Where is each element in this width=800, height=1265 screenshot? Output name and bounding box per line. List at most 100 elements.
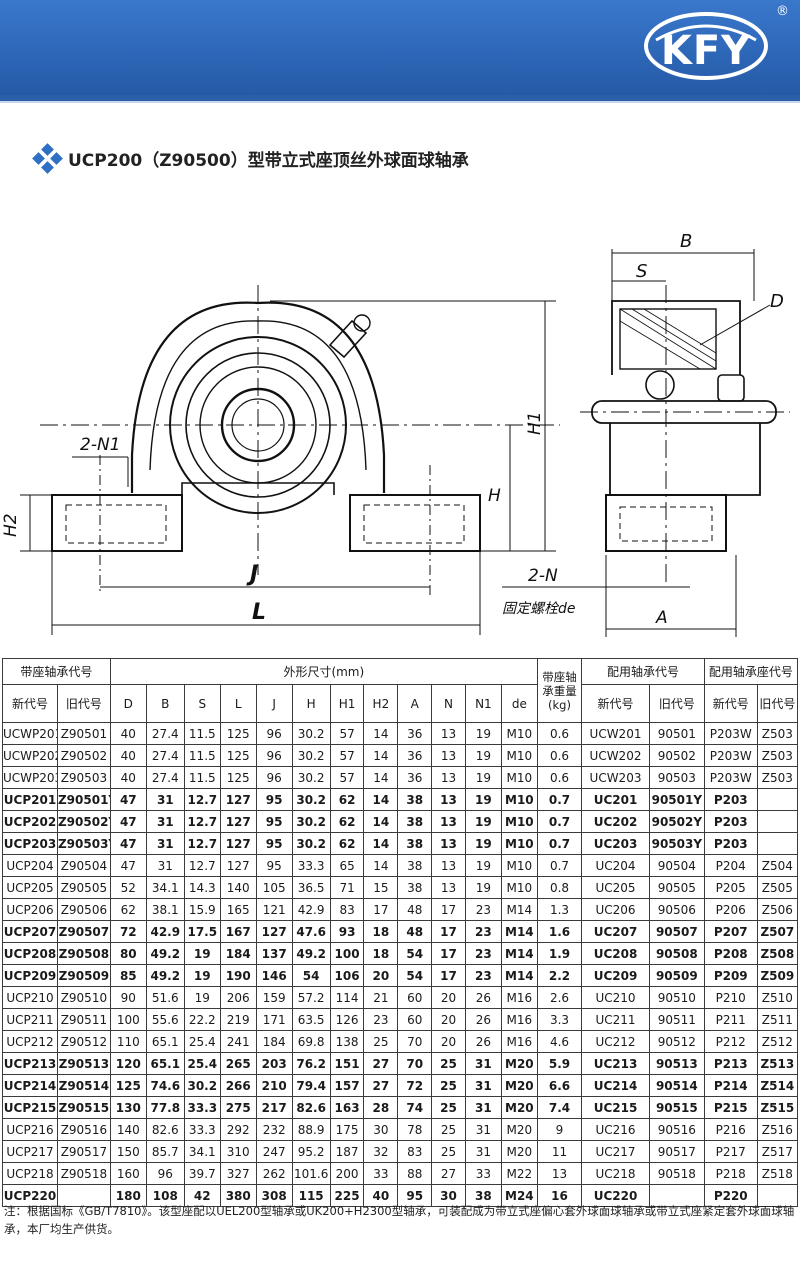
sub-header-cell: B bbox=[145, 684, 185, 723]
table-cell: 31 bbox=[464, 1074, 502, 1097]
table-cell: 90510 bbox=[648, 986, 705, 1009]
table-cell: P209 bbox=[703, 964, 758, 987]
table-cell: 19 bbox=[464, 788, 502, 811]
table-cell: 5.9 bbox=[536, 1052, 583, 1075]
table-cell: 9 bbox=[536, 1118, 583, 1141]
table-cell: 12.7 bbox=[183, 832, 221, 855]
table-cell: 225 bbox=[329, 1184, 365, 1207]
table-cell: 31 bbox=[464, 1140, 502, 1163]
table-cell: 47 bbox=[109, 832, 147, 855]
table-cell: 31 bbox=[464, 1096, 502, 1119]
table-cell: 78 bbox=[397, 1118, 433, 1141]
table-cell: 19 bbox=[183, 964, 221, 987]
table-cell: UCP203 bbox=[2, 832, 58, 855]
table-cell: Z90518 bbox=[56, 1162, 111, 1185]
table-cell: M16 bbox=[500, 1008, 538, 1031]
table-cell: 187 bbox=[329, 1140, 365, 1163]
table-cell: 90501Y bbox=[648, 788, 705, 811]
table-cell: 96 bbox=[255, 722, 293, 745]
table-cell: Z503 bbox=[756, 766, 799, 789]
table-cell: 13 bbox=[431, 766, 466, 789]
table-cell: 30.2 bbox=[291, 788, 331, 811]
table-cell: 19 bbox=[464, 744, 502, 767]
table-cell: 90514 bbox=[648, 1074, 705, 1097]
table-cell: 90515 bbox=[648, 1096, 705, 1119]
table-cell: 11 bbox=[536, 1140, 583, 1163]
table-cell: 114 bbox=[329, 986, 365, 1009]
table-cell: 38 bbox=[397, 788, 433, 811]
table-cell: 38 bbox=[397, 810, 433, 833]
table-cell: 21 bbox=[363, 986, 399, 1009]
spec-table: 带座轴承代号 外形尺寸(mm) 带座轴承重量(kg) 配用轴承代号 配用轴承座代… bbox=[2, 658, 799, 1207]
table-cell: 30.2 bbox=[291, 744, 331, 767]
table-cell: 52 bbox=[109, 876, 147, 899]
table-cell: 157 bbox=[329, 1074, 365, 1097]
table-cell: 17.5 bbox=[183, 920, 221, 943]
bearing-drawing: B S D H1 H H2 2-N1 J L 2-N A 固定螺栓de bbox=[1, 231, 790, 637]
table-cell: P213 bbox=[703, 1052, 758, 1075]
table-cell: P216 bbox=[703, 1118, 758, 1141]
table-cell: 22.2 bbox=[183, 1008, 221, 1031]
sub-header-cell: A bbox=[397, 684, 433, 723]
table-cell: 203 bbox=[255, 1052, 293, 1075]
table-cell: UCP207 bbox=[2, 920, 58, 943]
table-cell: Z512 bbox=[756, 1030, 799, 1053]
table-cell: 57.2 bbox=[291, 986, 331, 1009]
table-cell: 13 bbox=[431, 744, 466, 767]
table-cell: 262 bbox=[255, 1162, 293, 1185]
table-cell: 327 bbox=[219, 1162, 257, 1185]
table-cell: Z513 bbox=[756, 1052, 799, 1075]
table-cell: 71 bbox=[329, 876, 365, 899]
table-cell: UC207 bbox=[581, 920, 650, 943]
table-cell: 33.3 bbox=[183, 1118, 221, 1141]
table-cell: 292 bbox=[219, 1118, 257, 1141]
table-cell: Z507 bbox=[756, 920, 799, 943]
table-cell: 100 bbox=[109, 1008, 147, 1031]
table-cell: 82.6 bbox=[291, 1096, 331, 1119]
table-cell: 13 bbox=[536, 1162, 583, 1185]
table-cell: 110 bbox=[109, 1030, 147, 1053]
table-cell bbox=[756, 832, 799, 855]
table-cell: 160 bbox=[109, 1162, 147, 1185]
table-cell: M10 bbox=[500, 744, 538, 767]
table-cell: UC220 bbox=[581, 1184, 650, 1207]
table-cell: 26 bbox=[464, 1030, 502, 1053]
table-cell: 25 bbox=[431, 1074, 466, 1097]
table-cell: P210 bbox=[703, 986, 758, 1009]
logo-ellipse-icon bbox=[644, 12, 768, 80]
table-cell: 184 bbox=[219, 942, 257, 965]
table-cell: 62 bbox=[329, 810, 365, 833]
table-cell: 36 bbox=[397, 722, 433, 745]
table-cell: M10 bbox=[500, 810, 538, 833]
table-cell: UCW202 bbox=[581, 744, 650, 767]
table-cell: 19 bbox=[464, 854, 502, 877]
table-cell: Z515 bbox=[756, 1096, 799, 1119]
table-cell: 180 bbox=[109, 1184, 147, 1207]
table-cell: 125 bbox=[219, 722, 257, 745]
table-cell: 25 bbox=[431, 1118, 466, 1141]
label-H1: H1 bbox=[525, 411, 545, 435]
table-cell: 38 bbox=[397, 854, 433, 877]
table-cell: 27.4 bbox=[145, 744, 185, 767]
sub-header-cell: H bbox=[291, 684, 331, 723]
table-cell: Z90505 bbox=[56, 876, 111, 899]
diamond-cluster-icon bbox=[32, 143, 63, 174]
table-cell: M20 bbox=[500, 1074, 538, 1097]
table-cell: 30.2 bbox=[291, 766, 331, 789]
table-cell: Z90514 bbox=[56, 1074, 111, 1097]
table-cell: 167 bbox=[219, 920, 257, 943]
table-cell: M14 bbox=[500, 964, 538, 987]
sub-header-cell: N1 bbox=[464, 684, 502, 723]
table-cell: 95 bbox=[255, 832, 293, 855]
table-cell: 55.6 bbox=[145, 1008, 185, 1031]
table-cell: P206 bbox=[703, 898, 758, 921]
table-cell: 25 bbox=[431, 1052, 466, 1075]
header-seat-code: 带座轴承代号 bbox=[2, 658, 111, 685]
table-cell: UC208 bbox=[581, 942, 650, 965]
